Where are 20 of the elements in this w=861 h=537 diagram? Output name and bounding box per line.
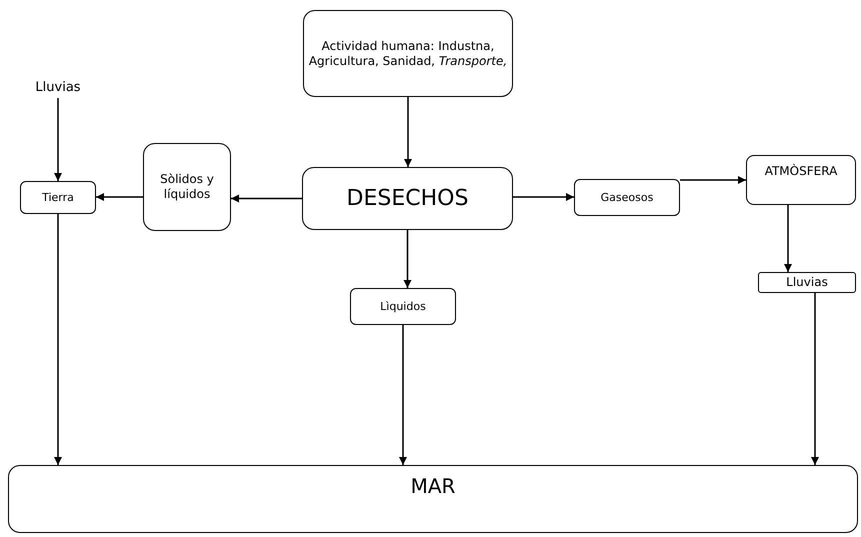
process-box: Lìquidos xyxy=(350,288,456,325)
arrow xyxy=(54,214,62,465)
arrow xyxy=(513,193,574,201)
arrow xyxy=(399,325,407,465)
arrow xyxy=(54,98,62,181)
arrow xyxy=(404,97,412,167)
process-box: ATMÒSFERA xyxy=(746,155,856,205)
arrow xyxy=(96,193,143,201)
process-box: Tierra xyxy=(20,181,96,214)
process-box: MAR xyxy=(8,465,858,533)
arrow xyxy=(231,194,302,202)
process-box: Gaseosos xyxy=(574,179,680,216)
arrow xyxy=(680,176,746,184)
process-box: Lluvias xyxy=(758,272,856,293)
process-box: DESECHOS xyxy=(302,167,513,230)
process-box: Sòlidos y líquidos xyxy=(143,143,231,231)
arrow xyxy=(811,293,819,465)
arrow xyxy=(784,205,792,272)
process-box: Actividad humana: Industna, Agricultura, Sanidad, Transporte, xyxy=(303,10,513,97)
arrow xyxy=(404,230,412,288)
